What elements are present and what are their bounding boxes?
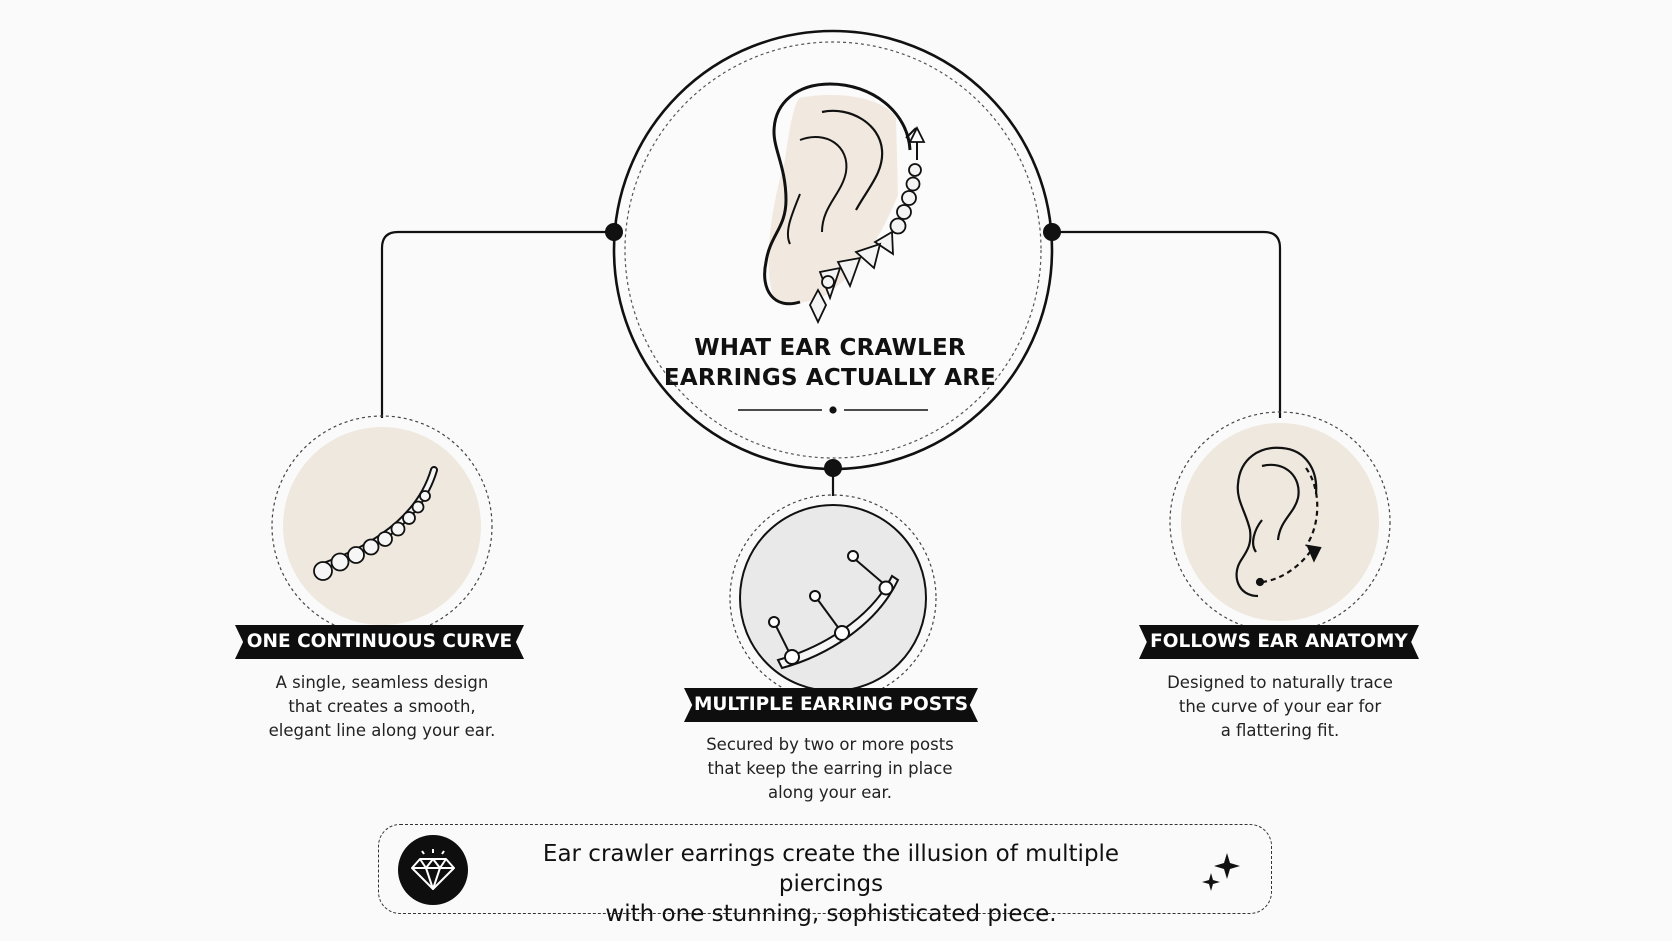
ear-anatomy-icon <box>1235 446 1322 598</box>
description-line: that keep the earring in place <box>707 759 953 778</box>
description-line: A single, seamless design <box>275 673 489 692</box>
description-line: the curve of your ear for <box>1178 697 1382 716</box>
feature-label-one-continuous-curve: ONE CONTINUOUS CURVE <box>235 625 524 659</box>
feature-circle-left <box>271 415 493 637</box>
description-line: Secured by two or more posts <box>706 735 954 754</box>
description-line: that creates a smooth, <box>288 697 476 716</box>
connector-dot-left <box>605 223 623 241</box>
title-line-1: WHAT EAR CRAWLER <box>694 335 966 361</box>
connector-left <box>380 230 614 418</box>
curved-crawler-icon <box>313 466 438 581</box>
sparkle-icon <box>1202 853 1240 891</box>
feature-description-multiple-earring-posts: Secured by two or more posts that keep t… <box>680 733 980 805</box>
title-divider <box>738 406 928 414</box>
summary-note: Ear crawler earrings create the illusion… <box>378 824 1272 927</box>
feature-label-multiple-earring-posts: MULTIPLE EARRING POSTS <box>684 688 978 722</box>
feature-circle-right <box>1169 411 1391 633</box>
description-line: along your ear. <box>767 783 893 802</box>
summary-line-1: Ear crawler earrings create the illusion… <box>542 841 1120 897</box>
description-line: Designed to naturally trace <box>1167 673 1393 692</box>
description-line: a flattering fit. <box>1220 721 1340 740</box>
connector-right <box>1052 230 1282 418</box>
summary-text: Ear crawler earrings create the illusion… <box>491 839 1171 929</box>
connector-dot-bottom <box>824 459 842 477</box>
description-line: elegant line along your ear. <box>268 721 496 740</box>
feature-description-one-continuous-curve: A single, seamless design that creates a… <box>232 671 532 743</box>
feature-description-follows-ear-anatomy: Designed to naturally trace the curve of… <box>1130 671 1430 743</box>
feature-label-follows-ear-anatomy: FOLLOWS EAR ANATOMY <box>1139 625 1419 659</box>
summary-line-2: with one stunning, sophisticated piece. <box>605 901 1057 927</box>
diamond-glyph <box>411 849 455 890</box>
earring-posts-icon <box>768 550 900 670</box>
title-line-2: EARRINGS ACTUALLY ARE <box>663 365 997 391</box>
connector-dot-right <box>1043 223 1061 241</box>
ear-with-crawler-icon <box>763 82 926 325</box>
page-title: WHAT EAR CRAWLER EARRINGS ACTUALLY ARE <box>660 333 1000 393</box>
feature-circle-center <box>729 494 937 702</box>
diamond-icon <box>398 835 468 905</box>
